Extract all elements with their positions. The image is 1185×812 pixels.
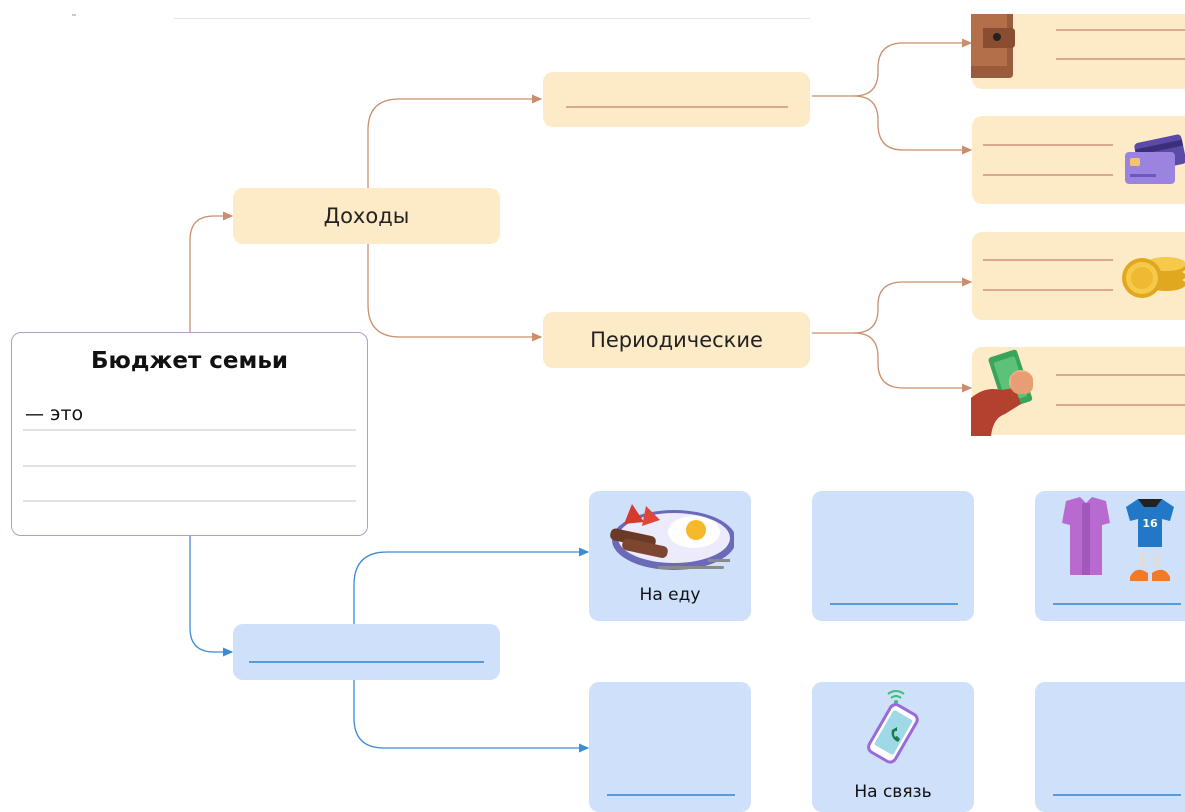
central-title: Бюджет семьи xyxy=(91,348,288,374)
answer-line-3[interactable] xyxy=(23,500,356,502)
connector-periodic-coins xyxy=(812,277,973,334)
clothes-icon: 16 xyxy=(1062,497,1174,581)
top-rule xyxy=(174,18,810,19)
expense-tile-2-blank[interactable] xyxy=(830,603,958,605)
expense-tile-2 xyxy=(812,491,974,621)
expense-tile-6 xyxy=(1035,682,1185,812)
answer-line-2[interactable] xyxy=(23,465,356,467)
expense-tile-clothes-blank[interactable] xyxy=(1053,603,1181,605)
top-mark xyxy=(72,14,76,16)
hand-money-leaf-line-2[interactable] xyxy=(1056,404,1185,406)
expense-phone-label: На связь xyxy=(854,782,932,802)
expense-tile-4 xyxy=(589,682,751,812)
connector-expenses-top xyxy=(353,547,590,624)
connector-regular-wallet xyxy=(812,38,973,97)
cards-leaf-line-2[interactable] xyxy=(983,174,1113,176)
food-plate-icon xyxy=(610,504,734,570)
wallet-leaf-line-1[interactable] xyxy=(1056,29,1185,31)
expense-tile-4-blank[interactable] xyxy=(607,794,735,796)
regular-income-node xyxy=(543,72,810,127)
hand-money-leaf-line-1[interactable] xyxy=(1056,374,1185,376)
coins-leaf-line-1[interactable] xyxy=(983,259,1113,261)
connector-center-expenses xyxy=(189,536,234,657)
phone-icon xyxy=(867,690,919,764)
connector-regular-cards xyxy=(853,95,973,155)
cards-leaf-line-1[interactable] xyxy=(983,144,1113,146)
bank-cards-icon xyxy=(1125,134,1185,184)
connector-income-periodic xyxy=(367,244,543,342)
wallet-leaf-line-2[interactable] xyxy=(1056,58,1185,60)
periodic-income-label: Периодические xyxy=(590,328,763,352)
connector-income-regular xyxy=(367,94,543,188)
wallet-icon xyxy=(971,14,1015,78)
coins-leaf-line-2[interactable] xyxy=(983,289,1113,291)
central-card: Бюджет семьи — это xyxy=(11,332,368,536)
connector-expenses-bottom xyxy=(353,680,590,753)
expenses-node xyxy=(233,624,500,680)
periodic-income-node: Периодические xyxy=(543,312,810,368)
connector-center-income xyxy=(189,211,234,332)
expense-food-label: На еду xyxy=(639,585,701,605)
svg-text:16: 16 xyxy=(1142,517,1158,530)
expenses-blank[interactable] xyxy=(249,661,484,663)
expense-tile-6-blank[interactable] xyxy=(1053,794,1181,796)
income-node: Доходы xyxy=(233,188,500,244)
hand-money-icon xyxy=(971,349,1033,436)
income-label: Доходы xyxy=(323,204,410,228)
coins-icon xyxy=(1122,257,1185,298)
regular-income-blank[interactable] xyxy=(566,106,788,108)
central-subtitle: — это xyxy=(25,403,84,425)
answer-line-1[interactable] xyxy=(23,429,356,431)
connector-periodic-hand xyxy=(853,332,973,393)
